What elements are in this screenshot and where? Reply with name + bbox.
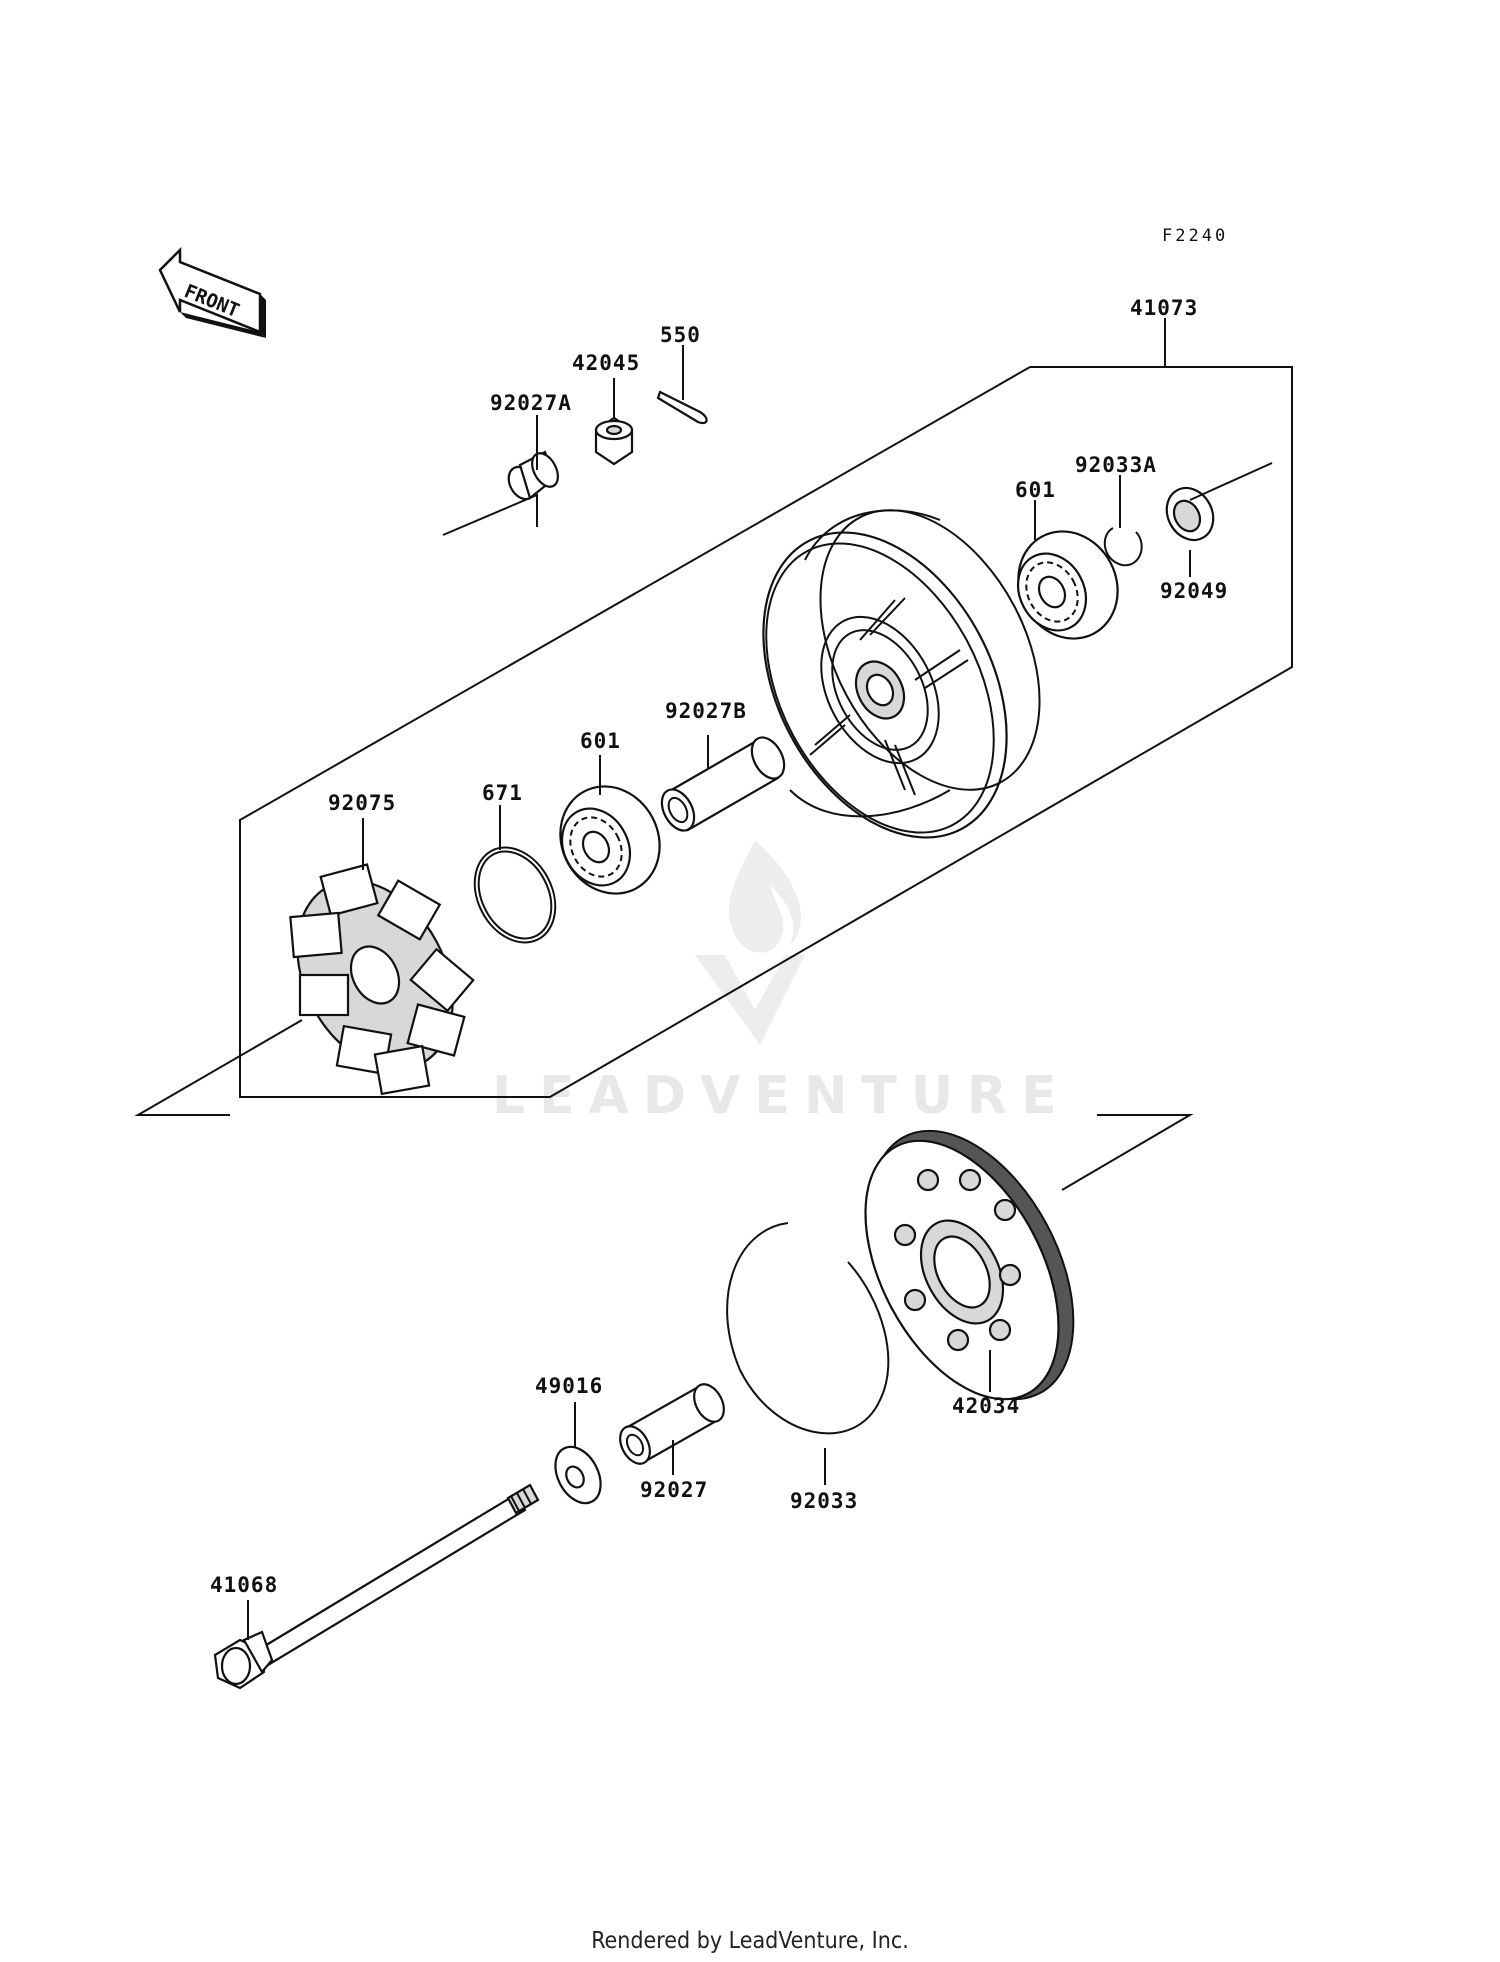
part-labels: 41073 550 42045 92027A 92033A 601 92049 … bbox=[210, 296, 1228, 1597]
label-49016[interactable]: 49016 bbox=[535, 1374, 603, 1398]
damper-part bbox=[289, 863, 475, 1096]
label-92033a[interactable]: 92033A bbox=[1075, 453, 1157, 477]
front-arrow-icon: FRONT bbox=[158, 246, 266, 338]
label-42034[interactable]: 42034 bbox=[952, 1394, 1020, 1418]
sprocket-hub-part bbox=[864, 1129, 1075, 1401]
label-601-mid[interactable]: 601 bbox=[580, 729, 621, 753]
label-92027a[interactable]: 92027A bbox=[490, 391, 572, 415]
label-92033[interactable]: 92033 bbox=[790, 1489, 858, 1513]
label-550[interactable]: 550 bbox=[660, 323, 701, 347]
bearing-top-part bbox=[1016, 530, 1119, 640]
wheel-part bbox=[762, 509, 1041, 839]
leader-lines bbox=[134, 318, 1273, 1640]
watermark: LEADVENTURE bbox=[492, 840, 1071, 1126]
figure-code: F2240 bbox=[1162, 226, 1228, 246]
bearing-mid-part bbox=[559, 785, 661, 895]
label-41073[interactable]: 41073 bbox=[1130, 296, 1198, 320]
label-92049[interactable]: 92049 bbox=[1160, 579, 1228, 603]
footer-credit: Rendered by LeadVenture, Inc. bbox=[591, 1928, 909, 1954]
circlip-large-part bbox=[726, 1222, 890, 1435]
axle-nut-part bbox=[594, 416, 634, 466]
collar-part bbox=[507, 450, 559, 501]
axle-part bbox=[213, 1483, 540, 1690]
assembly-box bbox=[239, 366, 1293, 1098]
cotter-pin-part bbox=[656, 390, 708, 425]
spacer-short-part bbox=[619, 1383, 725, 1465]
label-41068[interactable]: 41068 bbox=[210, 1573, 278, 1597]
o-ring-part bbox=[473, 846, 557, 944]
label-92075[interactable]: 92075 bbox=[328, 791, 396, 815]
washer-part bbox=[554, 1445, 602, 1505]
oil-seal-part bbox=[1165, 486, 1215, 542]
label-601-top[interactable]: 601 bbox=[1015, 478, 1056, 502]
label-92027[interactable]: 92027 bbox=[640, 1478, 708, 1502]
watermark-text: LEADVENTURE bbox=[492, 1066, 1071, 1126]
label-92027b[interactable]: 92027B bbox=[665, 699, 747, 723]
spacer-long-part bbox=[660, 736, 786, 832]
circlip-small-part bbox=[1103, 527, 1143, 567]
label-42045[interactable]: 42045 bbox=[572, 351, 640, 375]
label-671[interactable]: 671 bbox=[482, 781, 523, 805]
